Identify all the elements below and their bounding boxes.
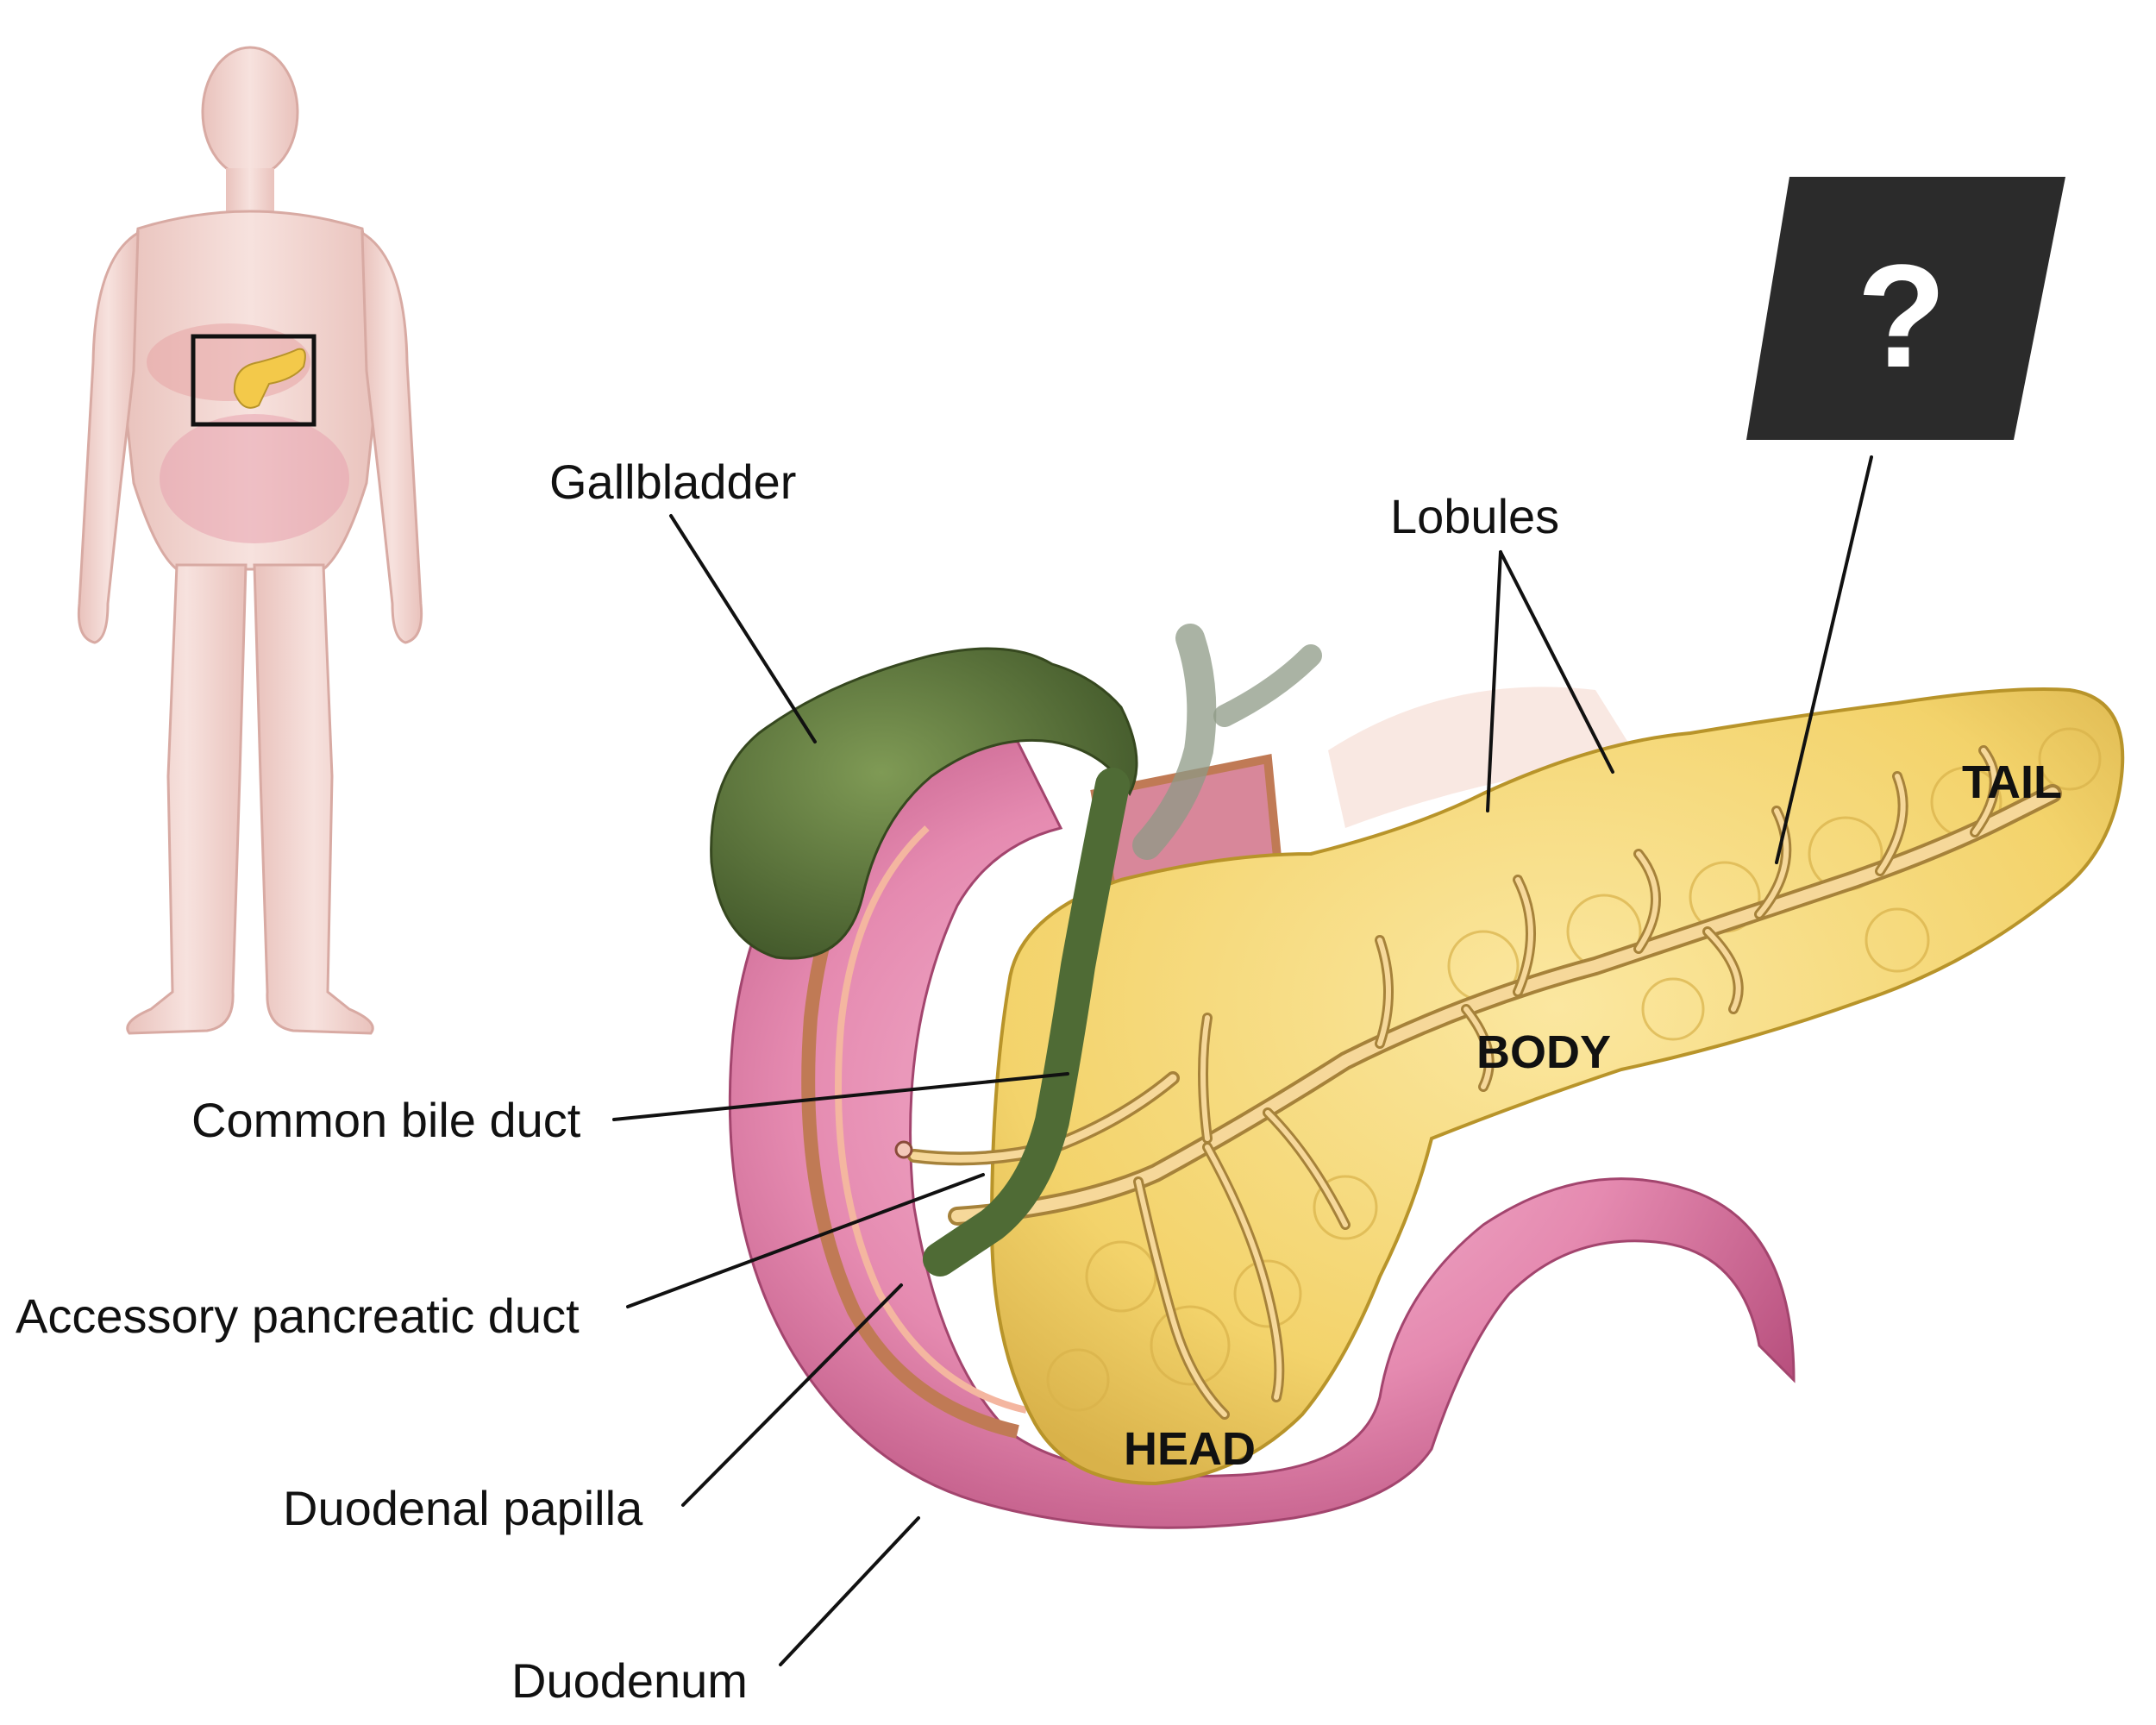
unknown-label-box: ? (1746, 177, 2065, 440)
leader-lobules-b (1499, 550, 1614, 774)
leader-duodenal-papilla (681, 1283, 903, 1507)
figure-highlight-box (191, 334, 317, 427)
figure-mini-pancreas (233, 348, 306, 409)
figure-right-arm (360, 230, 423, 644)
label-lobules: Lobules (1390, 489, 1559, 543)
question-mark: ? (1857, 235, 1946, 398)
region-body: BODY (1476, 1026, 1611, 1078)
leader-unknown (1775, 455, 1873, 864)
label-gallbladder: Gallbladder (549, 455, 796, 509)
hepatic-duct-upper (1132, 624, 1217, 860)
region-tail: TAIL (1962, 756, 2062, 808)
label-duodenal-papilla: Duodenal papilla (283, 1481, 643, 1535)
background-stomach-shadow (1328, 687, 1639, 828)
figure-head (201, 46, 299, 179)
leader-lines (612, 455, 1873, 1666)
organ-illustration (710, 624, 2125, 1529)
pancreatic-duct-tree (907, 745, 2062, 1420)
leader-lobules-a (1486, 550, 1502, 812)
figure-right-leg (253, 563, 374, 1035)
hepatic-duct-branch (1213, 644, 1322, 727)
leader-accessory-pancreatic-duct (626, 1173, 985, 1308)
anatomy-labels: Gallbladder Lobules Common bile duct Acc… (16, 455, 2062, 1708)
leader-duodenum (779, 1516, 920, 1666)
label-accessory-pancreatic-duct: Accessory pancreatic duct (16, 1289, 580, 1343)
label-duodenum: Duodenum (511, 1653, 748, 1708)
figure-intestines (160, 414, 349, 543)
gallbladder-shape (710, 647, 1138, 960)
label-common-bile-duct: Common bile duct (191, 1093, 581, 1147)
human-figure-inset (77, 46, 423, 1035)
question-box-shape (1746, 177, 2065, 440)
figure-left-leg (126, 563, 248, 1035)
duodenum-inner-lining (835, 825, 1027, 1414)
common-bile-duct-shape (923, 768, 1130, 1276)
figure-left-arm (77, 230, 140, 644)
duodenal-papilla-marker (894, 1140, 913, 1159)
region-head: HEAD (1124, 1423, 1256, 1475)
leader-gallbladder (669, 514, 817, 743)
leader-common-bile-duct (612, 1072, 1069, 1121)
figure-neck (226, 168, 274, 211)
